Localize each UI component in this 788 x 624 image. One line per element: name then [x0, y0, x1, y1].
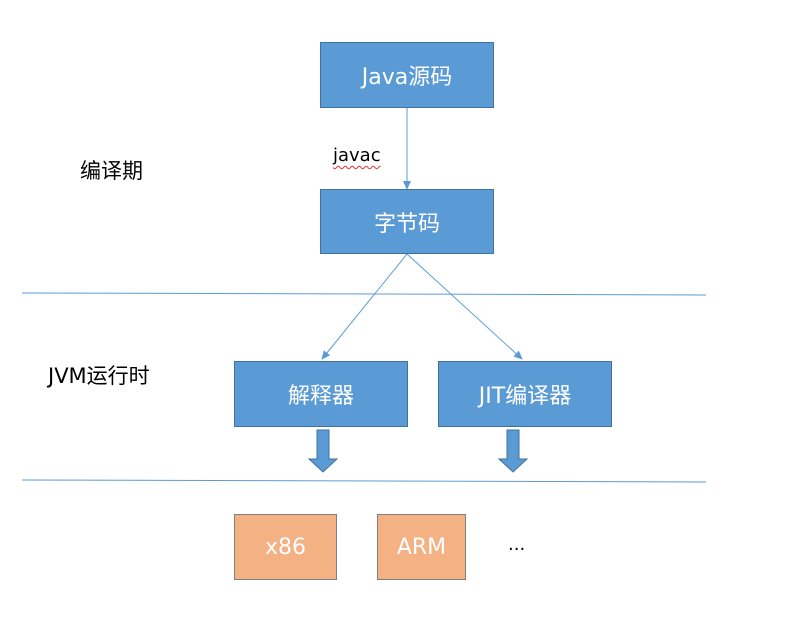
block-arrow-interpreter	[307, 429, 339, 473]
phase-label-runtime: JVM运行时	[48, 364, 150, 388]
node-bytecode: 字节码	[320, 189, 494, 254]
node-platform-x86: x86	[234, 514, 337, 580]
node-interpreter: 解释器	[234, 361, 408, 427]
edge-label-javac-text: javac	[333, 145, 381, 166]
node-platform-arm: ARM	[377, 514, 466, 580]
node-java-source: Java源码	[320, 42, 494, 108]
arrow-bytecode-to-jit	[406, 253, 523, 360]
edge-label-javac: javac	[333, 145, 381, 166]
node-platform-more: ...	[508, 534, 526, 555]
arrow-bytecode-to-interpreter	[321, 253, 408, 360]
divider-runtime-platform	[21, 479, 707, 483]
block-arrow-jit	[497, 429, 529, 473]
divider-compile-runtime	[21, 292, 707, 296]
node-jit-compiler: JIT编译器	[438, 361, 612, 427]
phase-label-compile: 编译期	[80, 159, 143, 183]
